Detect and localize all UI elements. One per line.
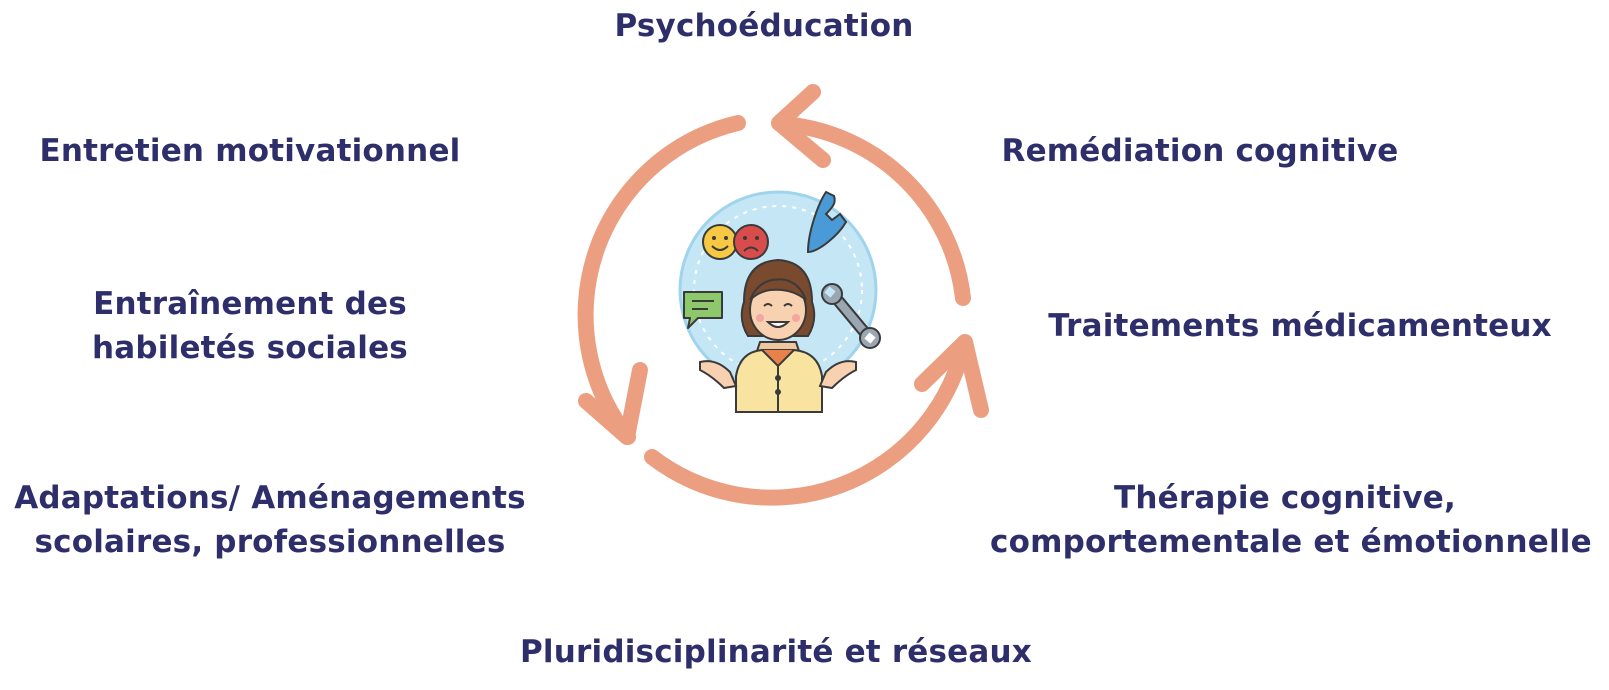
happy-face-icon	[702, 224, 738, 260]
label-adaptations-amenagements: Adaptations/ Aménagements scolaires, pro…	[10, 476, 530, 564]
label-habiletes-sociales: Entraînement des habiletés sociales	[60, 282, 440, 370]
person-illustration	[678, 190, 881, 413]
label-entretien-motivationnel: Entretien motivationnel	[30, 129, 470, 173]
label-line: habiletés sociales	[92, 330, 408, 366]
arrow-top-right	[774, 116, 971, 306]
label-line: Adaptations/ Aménagements	[14, 480, 526, 516]
chat-bubble-icon	[683, 291, 723, 329]
phone-icon	[806, 190, 848, 254]
arrowhead-left	[578, 362, 648, 445]
label-pluridisciplinarite: Pluridisciplinarité et réseaux	[520, 630, 1032, 674]
label-text: Traitements médicamenteux	[1048, 308, 1552, 344]
label-line: Thérapie cognitive,	[1114, 480, 1456, 516]
label-psychoeducation: Psychoéducation	[604, 4, 924, 48]
label-line: comportementale et émotionnelle	[990, 524, 1592, 560]
label-text: Pluridisciplinarité et réseaux	[520, 634, 1032, 670]
label-text: Remédiation cognitive	[1001, 133, 1399, 169]
cycle-arrows	[577, 84, 989, 506]
arrowhead-right	[914, 334, 989, 418]
label-line: Entraînement des	[93, 286, 407, 322]
arrow-bottom-right	[644, 336, 972, 506]
label-text: Psychoéducation	[614, 8, 914, 44]
arrow-left	[577, 115, 746, 445]
label-remediation-cognitive: Remédiation cognitive	[1000, 129, 1400, 173]
label-line: scolaires, professionnelles	[34, 524, 506, 560]
wrench-icon	[821, 283, 881, 349]
person-icon	[699, 258, 857, 413]
label-text: Entretien motivationnel	[39, 133, 461, 169]
label-traitements-medicamenteux: Traitements médicamenteux	[1040, 304, 1560, 348]
sad-face-icon	[733, 224, 769, 260]
label-therapie-cognitive: Thérapie cognitive, comportementale et é…	[990, 476, 1592, 564]
arrowhead-top	[771, 84, 831, 168]
